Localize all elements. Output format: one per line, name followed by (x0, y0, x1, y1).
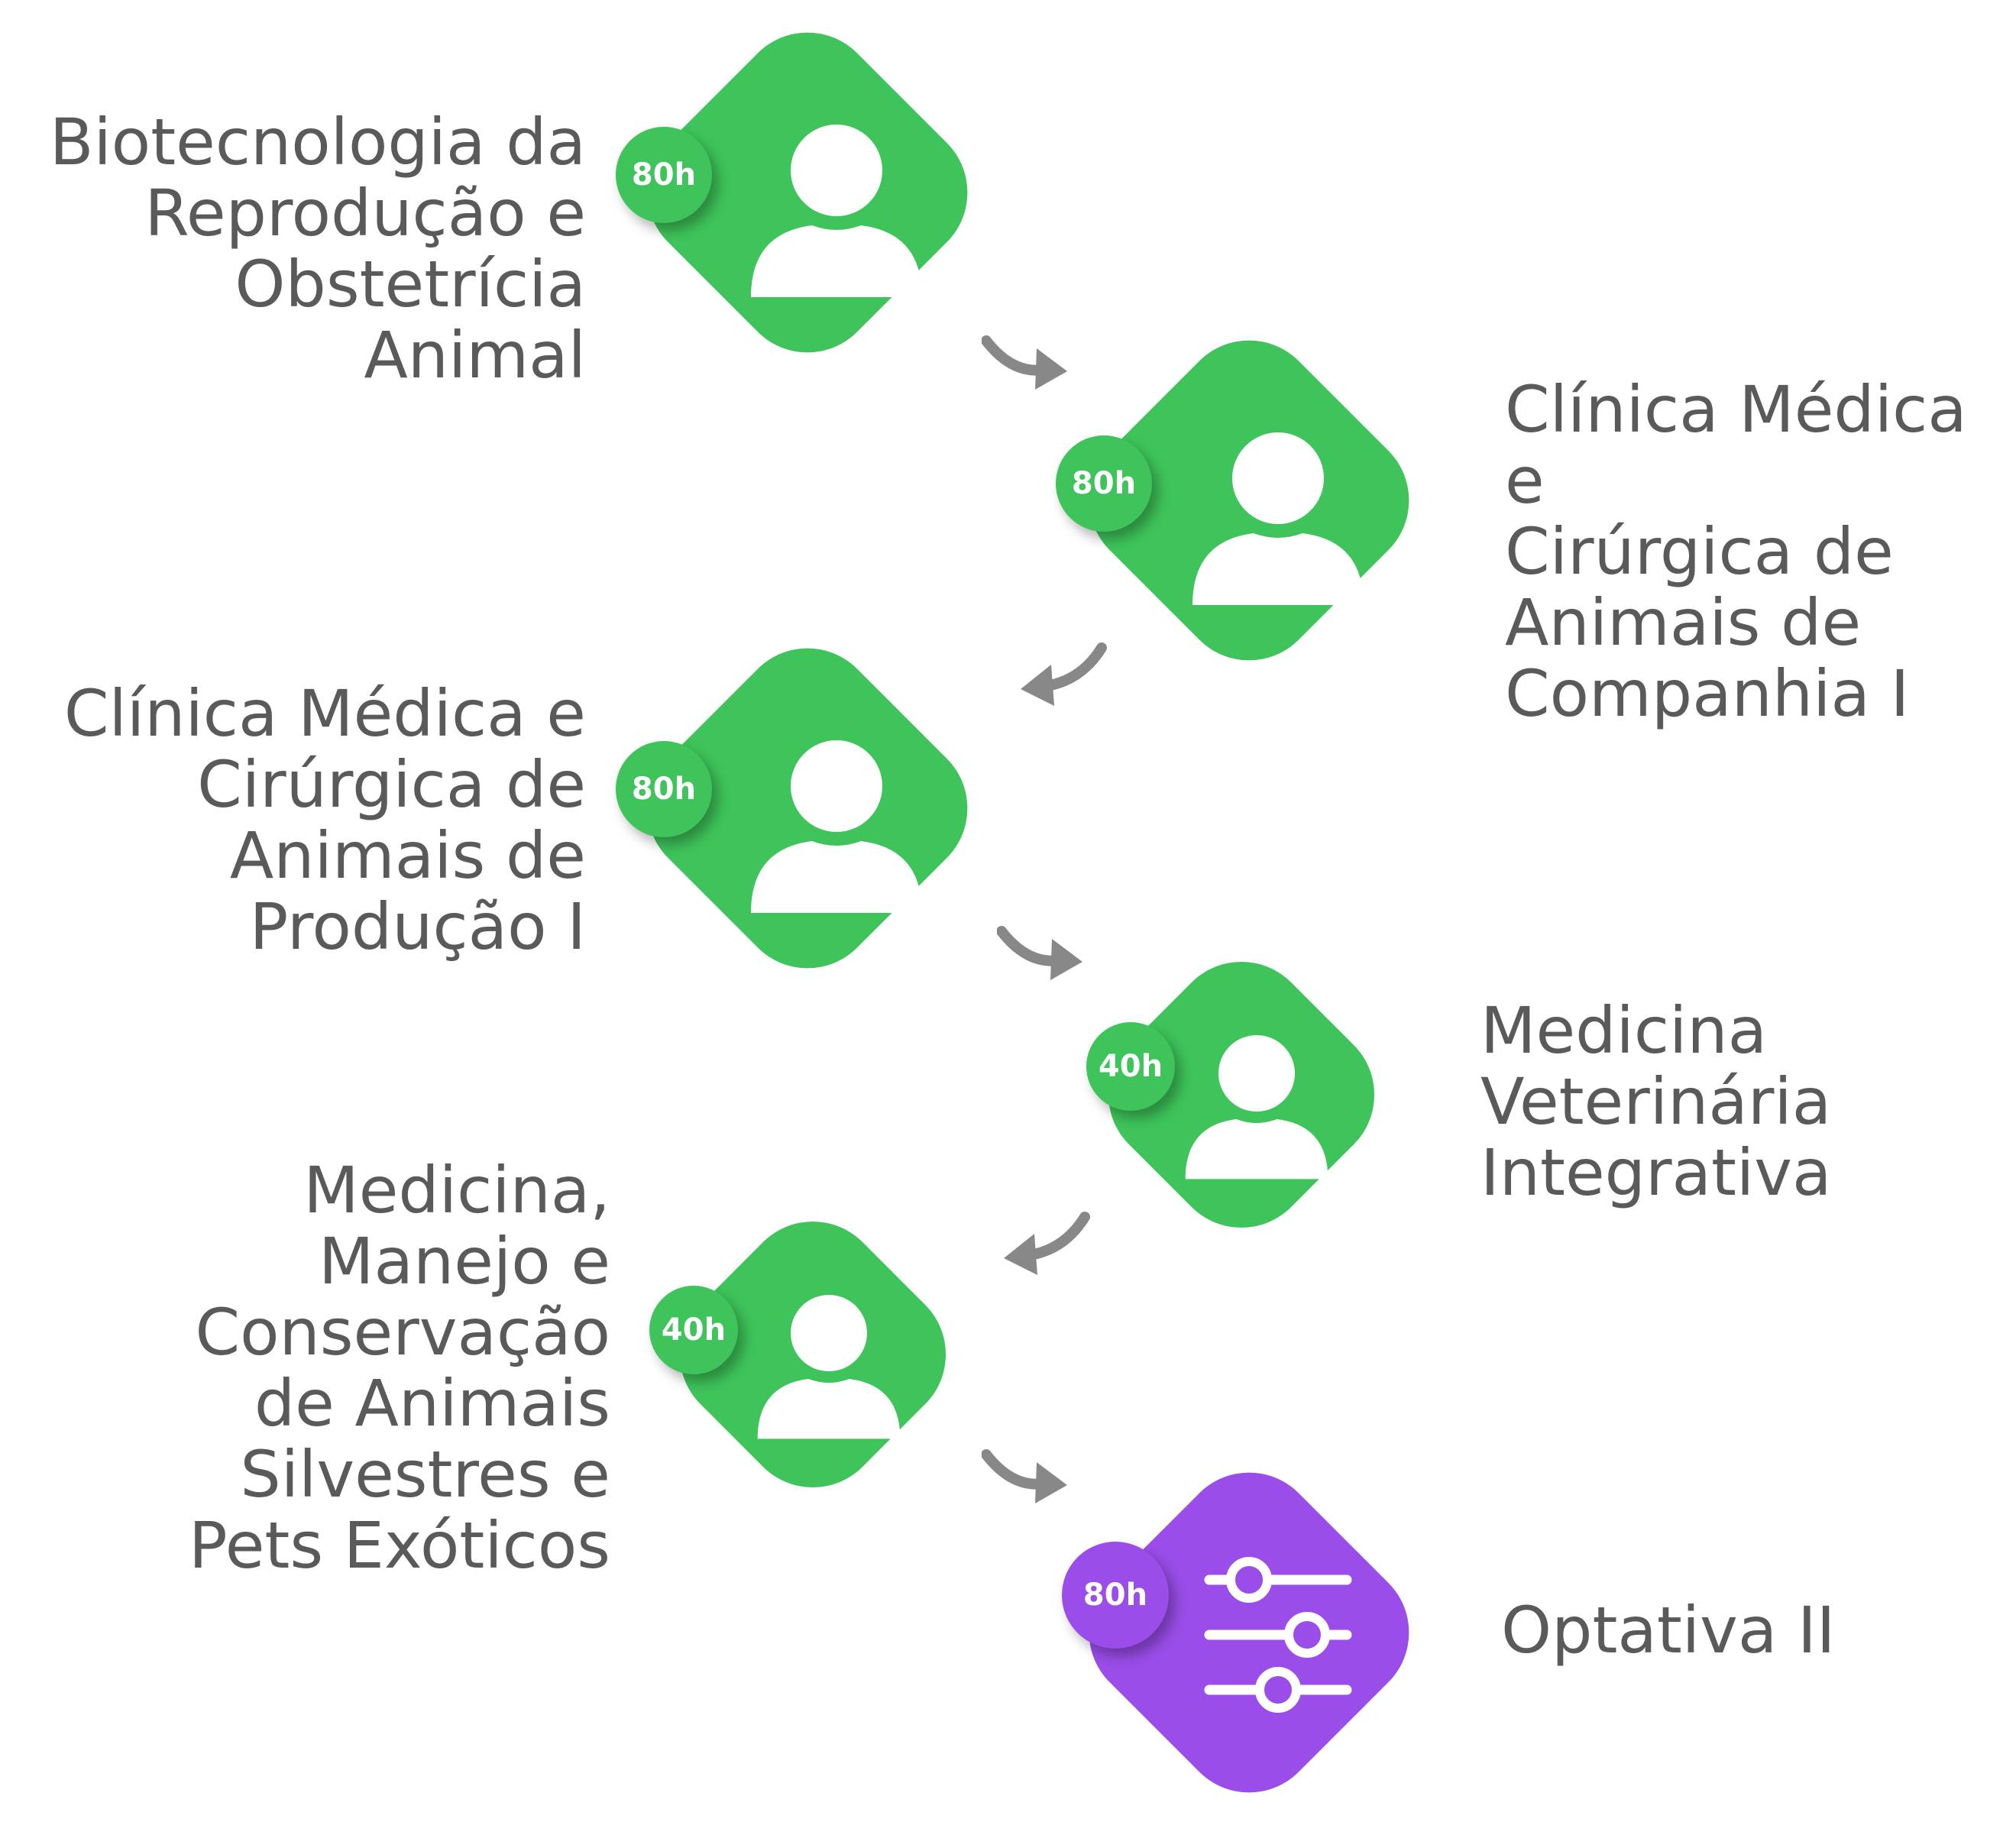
arrow-right-icon (982, 1449, 1067, 1503)
step-3-label: Clínica Médica e Cirúrgica de Animais de… (63, 676, 586, 964)
hours-badge-1: 80h (616, 127, 712, 223)
user-icon (757, 1295, 901, 1439)
hours-badge-5: 40h (649, 1286, 738, 1374)
step-2-label: Clínica Médica e Cirúrgica de Animais de… (1505, 372, 1967, 731)
user-icon (1192, 432, 1364, 605)
hours-badge-4: 40h (1086, 1022, 1175, 1111)
step-5-label: Medicina, Manejo e Conservação de Animai… (189, 1153, 610, 1583)
hours-badge-3: 80h (616, 741, 712, 837)
step-4-label: Medicina Veterinária Integrativa (1480, 993, 1832, 1210)
arrow-left-icon (1004, 1212, 1090, 1275)
user-icon (751, 740, 922, 913)
arrow-left-icon (1021, 642, 1107, 706)
user-icon (751, 125, 922, 297)
user-icon (1185, 1035, 1328, 1180)
step-1-label: Biotecnologia da Reprodução e Obstetríci… (49, 105, 586, 393)
arrow-right-icon (982, 335, 1067, 390)
step-6-label: Optativa II (1501, 1593, 1836, 1668)
sliders-icon (1204, 1557, 1352, 1713)
arrow-right-icon (997, 926, 1082, 980)
hours-badge-2: 80h (1056, 435, 1152, 532)
hours-badge-6: 80h (1062, 1542, 1169, 1649)
